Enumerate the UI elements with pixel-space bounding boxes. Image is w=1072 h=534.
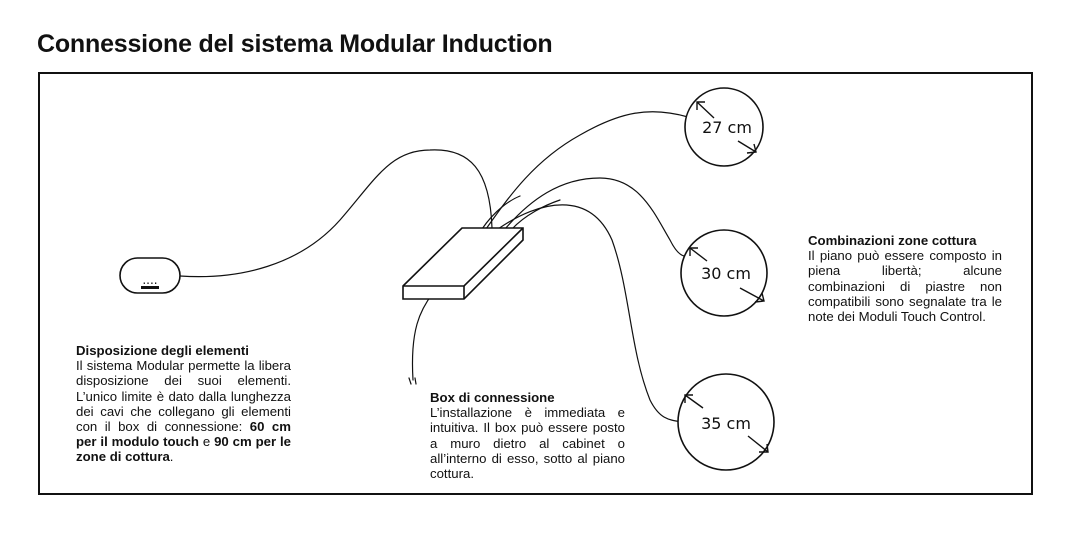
layout-text-joiner: e xyxy=(199,434,215,450)
cable-zone-27 xyxy=(485,111,689,230)
page-title: Connessione del sistema Modular Inductio… xyxy=(37,30,553,58)
cable-zone-35 xyxy=(497,204,684,423)
touch-module: .... xyxy=(119,257,181,294)
layout-text: Il sistema Modular permette la libera di… xyxy=(76,358,291,464)
zones-info-block: Combinazioni zone cottura Il piano può e… xyxy=(808,233,1002,324)
cable-fan-2 xyxy=(511,199,561,230)
zone-30-label: 30 cm xyxy=(701,264,751,283)
cooking-zone-30: 30 cm xyxy=(680,229,768,317)
zones-text: Il piano può essere composto in piena li… xyxy=(808,248,1002,325)
box-heading: Box di connessione xyxy=(430,390,555,405)
connection-box xyxy=(402,227,524,300)
cable-touch-module xyxy=(179,149,493,278)
cable-fan-1 xyxy=(481,195,521,230)
layout-text-end: . xyxy=(169,449,174,465)
zone-27-label: 27 cm xyxy=(702,118,752,137)
touch-cable-length: 60 cm per il modulo touch xyxy=(76,419,291,450)
cooking-zone-27: 27 cm xyxy=(684,87,764,167)
box-info-block: Box di connessione L’installazione è imm… xyxy=(430,390,625,481)
cable-zone-30 xyxy=(504,177,685,257)
power-cable xyxy=(411,292,434,381)
layout-heading: Disposizione degli elementi xyxy=(76,343,249,358)
zone-35-label: 35 cm xyxy=(701,414,751,433)
touch-module-connector xyxy=(141,286,159,289)
touch-module-display: .... xyxy=(142,273,157,287)
layout-info-block: Disposizione degli elementi Il sistema M… xyxy=(76,343,291,465)
layout-text-part: Il sistema Modular permette la libera di… xyxy=(76,358,291,435)
cooking-zone-35: 35 cm xyxy=(677,373,775,471)
power-cable-tip xyxy=(408,377,417,385)
diagram-frame xyxy=(38,72,1033,495)
box-text: L’installazione è immediata e intuitiva.… xyxy=(430,405,625,482)
zones-heading: Combinazioni zone cottura xyxy=(808,233,977,248)
zone-cable-length: 90 cm per le zone di cottura xyxy=(76,434,291,465)
